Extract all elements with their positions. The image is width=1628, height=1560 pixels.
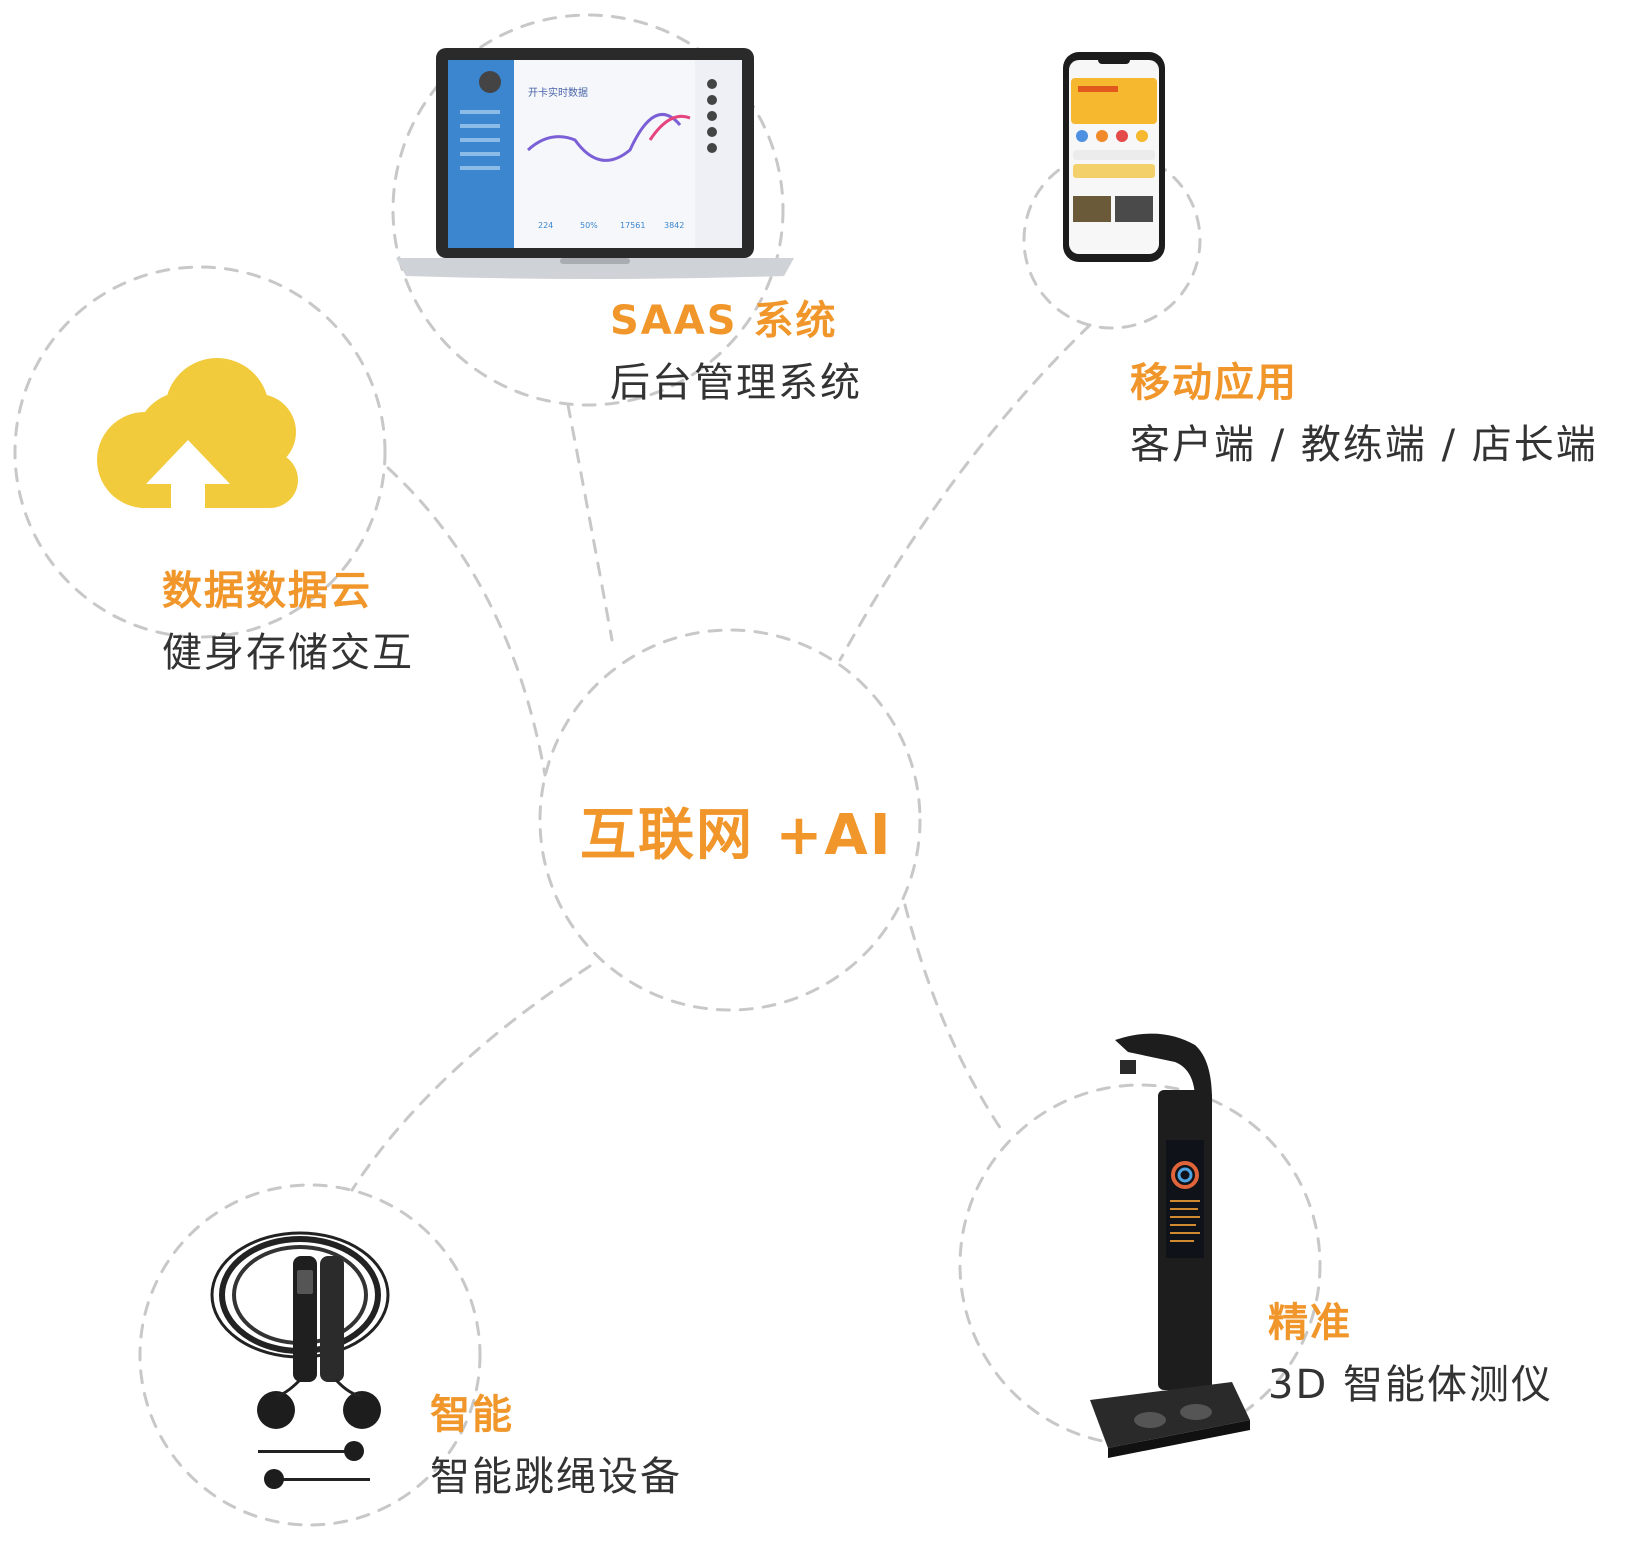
cloud-subtitle: 健身存储交互 — [162, 630, 414, 676]
circle-cloud — [13, 265, 387, 639]
center-title: 互联网 +AI — [580, 803, 893, 868]
circle-scanner — [958, 1083, 1322, 1447]
laptop-stat-4: 3842 — [664, 221, 684, 230]
cloud-upload-icon — [97, 358, 298, 522]
scanner-title: 精准 — [1268, 1300, 1352, 1346]
connector-scanner — [903, 903, 1007, 1137]
mobile-title: 移动应用 — [1130, 360, 1298, 406]
jump-rope-icon — [210, 1231, 390, 1489]
saas-subtitle: 后台管理系统 — [610, 360, 862, 406]
body-scanner-icon — [1090, 1033, 1250, 1458]
circle-rope — [138, 1183, 482, 1527]
circle-center — [538, 628, 922, 1012]
mobile-subtitle: 客户端 / 教练端 / 店长端 — [1130, 422, 1598, 468]
saas-title: SAAS 系统 — [610, 298, 838, 344]
connector-saas — [566, 403, 614, 642]
scanner-subtitle: 3D 智能体测仪 — [1268, 1362, 1553, 1408]
laptop-stat-3: 17561 — [620, 221, 645, 230]
connector-rope — [350, 964, 592, 1192]
laptop-chart-title: 开卡实时数据 — [528, 86, 588, 99]
circle-saas — [391, 13, 785, 407]
laptop-stat-1: 224 — [538, 221, 553, 230]
connector-mobile — [838, 323, 1092, 662]
laptop-stat-2: 50% — [580, 221, 598, 230]
rope-subtitle: 智能跳绳设备 — [430, 1454, 682, 1500]
laptop-icon — [396, 48, 794, 279]
phone-icon — [1063, 52, 1165, 262]
cloud-title: 数据数据云 — [162, 568, 372, 614]
connector-cloud — [386, 466, 547, 777]
rope-title: 智能 — [430, 1392, 514, 1438]
